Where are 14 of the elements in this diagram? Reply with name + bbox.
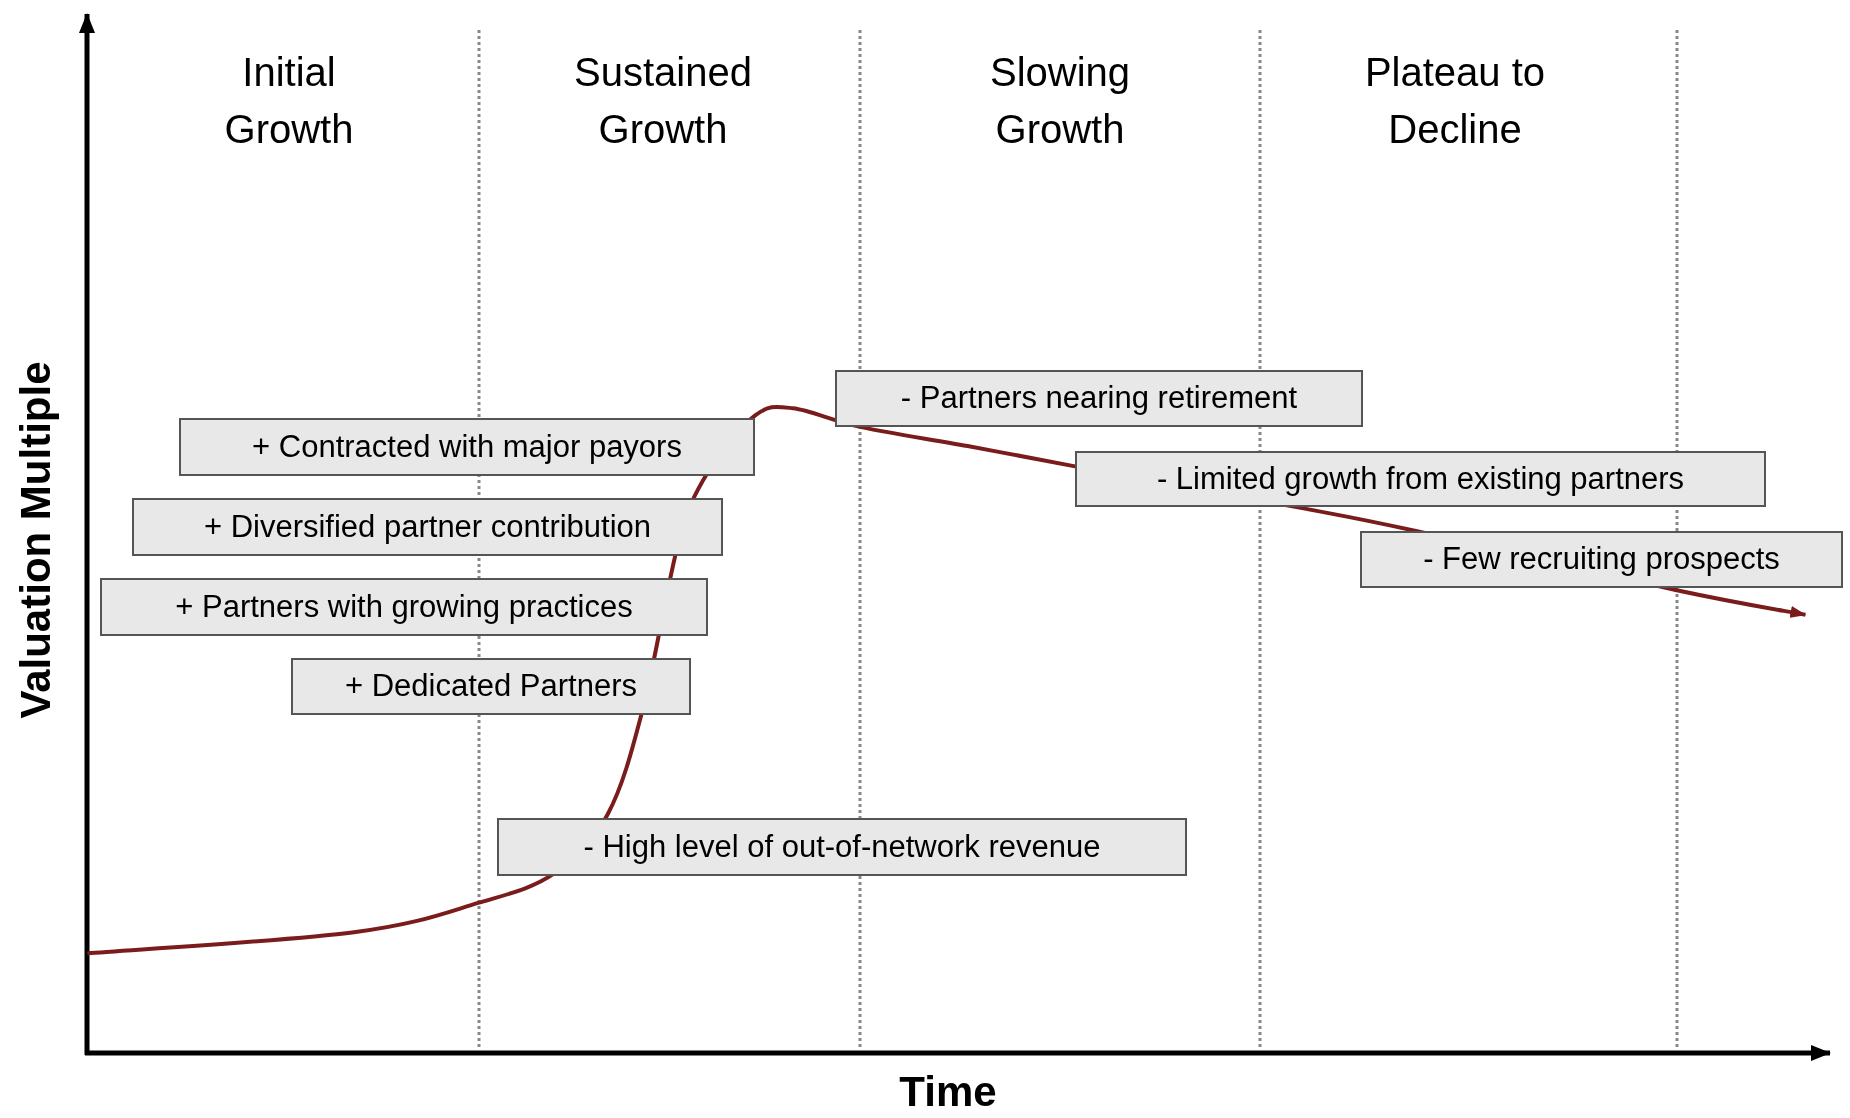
factor-box: - Limited growth from existing partners: [1075, 451, 1766, 507]
factor-box: - Few recruiting prospects: [1360, 531, 1843, 588]
factor-box: + Dedicated Partners: [291, 658, 691, 715]
factor-box: + Partners with growing practices: [100, 578, 708, 636]
phase-heading: Sustained Growth: [573, 49, 753, 153]
phase-heading: Slowing Growth: [988, 49, 1132, 153]
factor-box: + Contracted with major payors: [179, 418, 755, 476]
factor-box: + Diversified partner contribution: [132, 498, 723, 556]
axis-title: Valuation Multiple: [12, 360, 60, 721]
phase-heading: Plateau to Decline: [1363, 49, 1547, 153]
factor-box: - Partners nearing retirement: [835, 370, 1363, 427]
axis-title: Time: [898, 1068, 998, 1116]
factor-box: - High level of out-of-network revenue: [497, 818, 1187, 876]
phase-heading: Initial Growth: [223, 49, 355, 153]
